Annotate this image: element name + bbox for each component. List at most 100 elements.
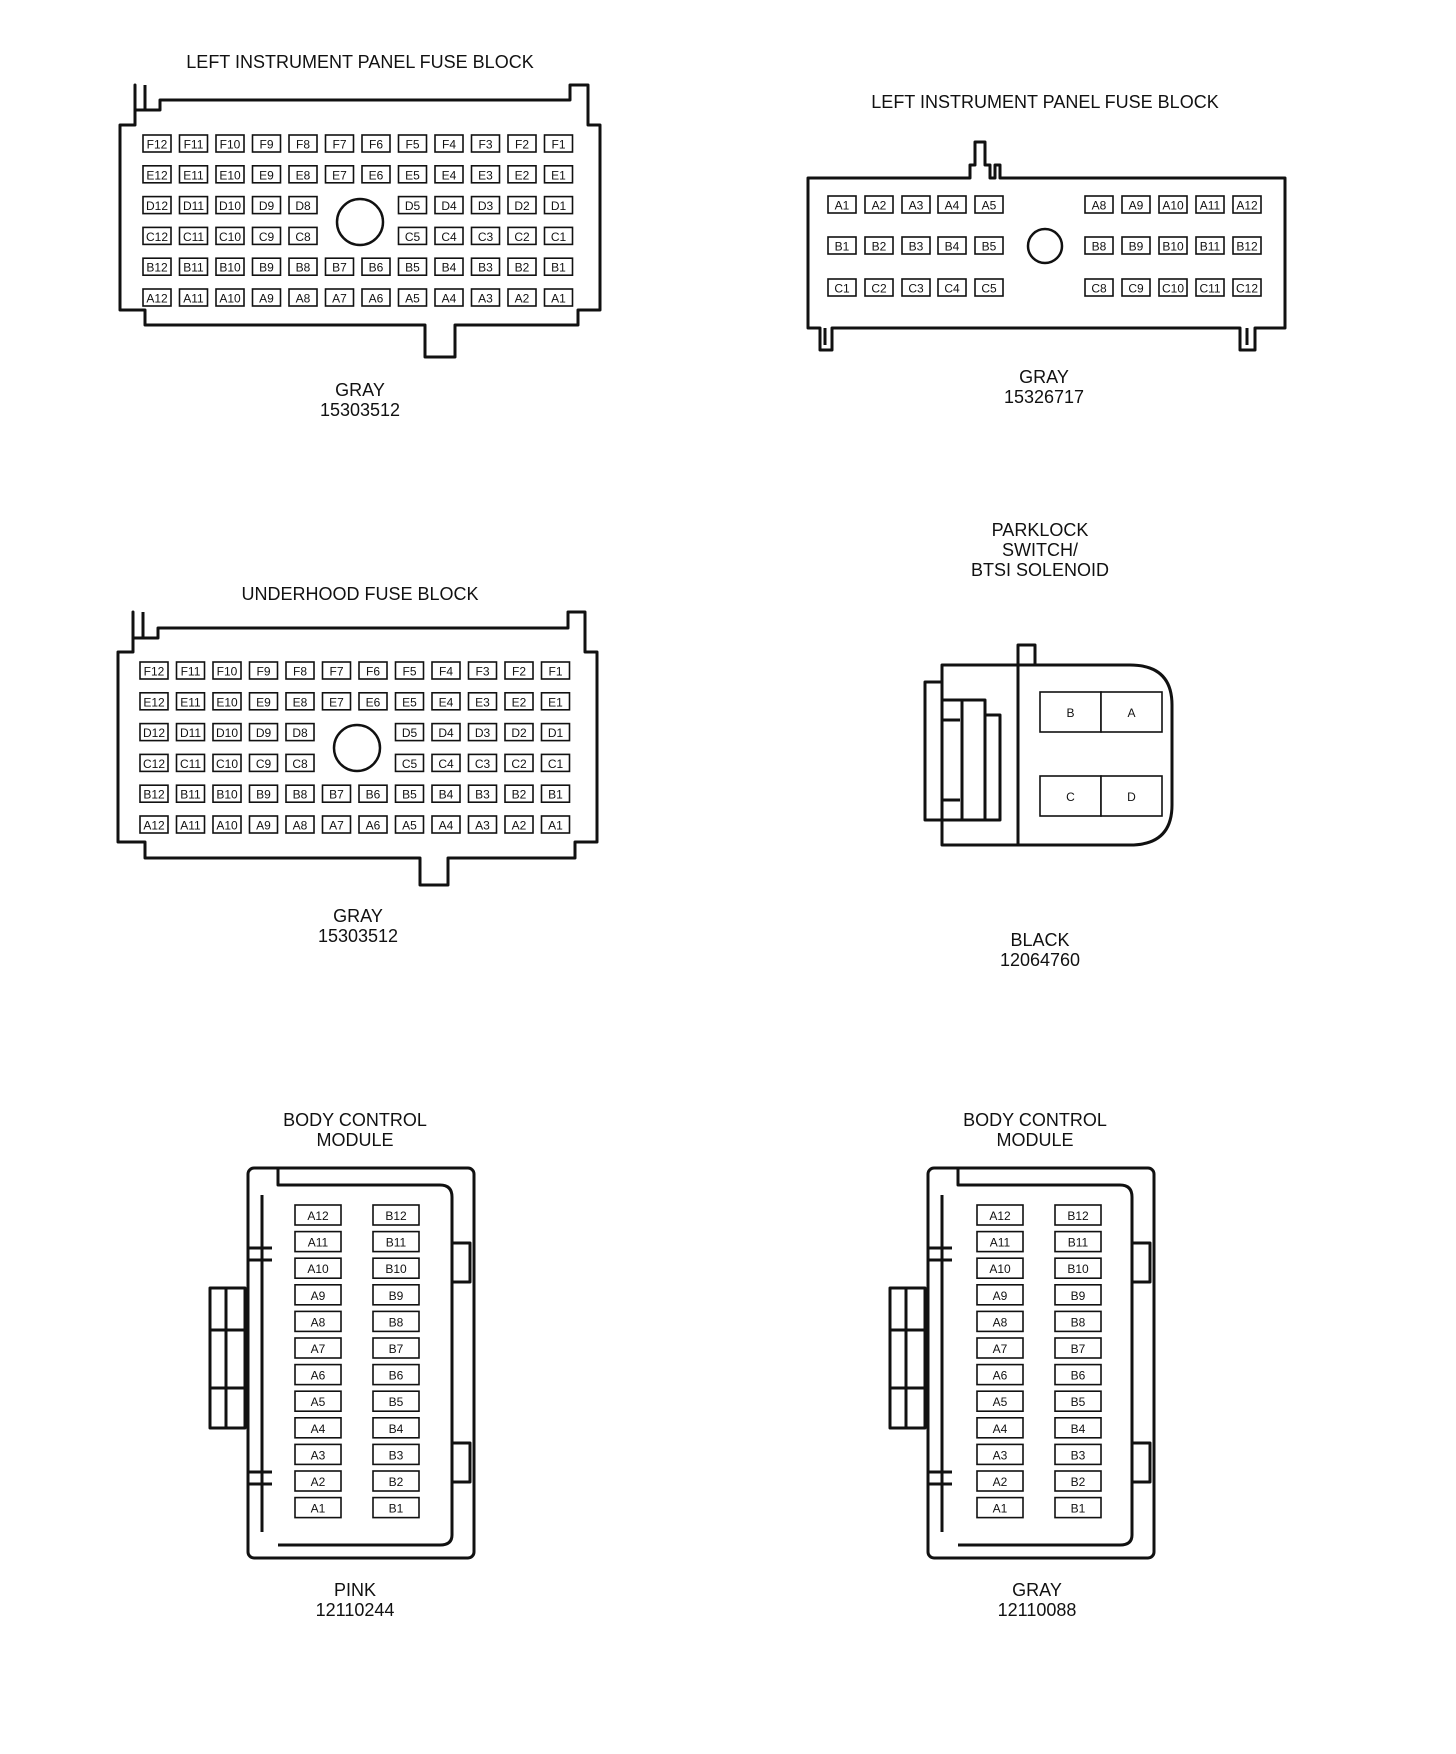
c3-pin-box <box>285 691 315 711</box>
c3-pin-e9: E9 <box>248 691 279 711</box>
c2-pin-label: B5 <box>982 240 997 254</box>
c2-pin-box <box>827 278 857 297</box>
c1-pin-box <box>251 134 282 153</box>
c5-pin-label: B12 <box>385 1209 407 1223</box>
c3-pin-box <box>540 784 571 804</box>
c3-pin-label: E5 <box>402 695 417 709</box>
c3-pin-label: D8 <box>292 726 308 740</box>
c6-pin-box <box>976 1310 1024 1333</box>
c1-pin-box <box>543 226 574 246</box>
c3-pin-box <box>504 815 534 834</box>
c3-pin-label: A2 <box>512 819 527 833</box>
c1-pin-box <box>178 257 209 277</box>
c5-pin-box <box>372 1230 420 1253</box>
c1-pin-a8: A8 <box>288 288 318 307</box>
c3-pin-f10: F10 <box>212 661 242 680</box>
c5-pin-box <box>294 1337 342 1359</box>
c6-pin-a5: A5 <box>976 1390 1024 1412</box>
c3-pin-b2: B2 <box>504 784 534 804</box>
c6-pin-a4: A4 <box>976 1417 1024 1439</box>
c1-pin-label: F8 <box>296 138 310 152</box>
c6-pin-label: A2 <box>993 1475 1008 1489</box>
c3-pin-f6: F6 <box>358 661 388 680</box>
c1-pin-label: A9 <box>259 292 274 306</box>
c1-pin-f10: F10 <box>215 134 245 153</box>
c1-pin-box <box>251 226 282 246</box>
c2-pin-label: C8 <box>1091 282 1107 296</box>
c3-pin-e3: E3 <box>467 691 498 711</box>
c1-pin-label: A2 <box>515 292 530 306</box>
c5-pin-b6: B6 <box>372 1363 420 1386</box>
c3-pin-label: E11 <box>180 695 201 709</box>
c3-pin-f3: F3 <box>467 661 498 680</box>
c3-pin-label: E2 <box>512 695 527 709</box>
c2-pin-label: C11 <box>1199 282 1220 296</box>
c1-pin-box <box>324 165 355 184</box>
c2-pin-label: C2 <box>871 282 887 296</box>
c2-pin-box <box>1158 278 1188 297</box>
c3-pin-box <box>358 784 388 804</box>
c2-pin-a9: A9 <box>1121 195 1151 214</box>
c1-pin-e11: E11 <box>178 165 209 184</box>
c1-pin-b6: B6 <box>361 257 391 277</box>
c1-pin-c1: C1 <box>543 226 574 246</box>
c3-pin-box <box>394 815 425 834</box>
c2-pin-a2: A2 <box>864 195 894 214</box>
c5-pin-b9: B9 <box>372 1284 420 1306</box>
c1-pin-box <box>434 165 464 184</box>
c3-pin-c8: C8 <box>285 753 315 773</box>
c3-pin-c11: C11 <box>175 753 206 773</box>
c1-pin-box <box>251 288 282 307</box>
c2-pin-label: C1 <box>834 282 850 296</box>
c2-pin-label: B4 <box>945 240 960 254</box>
c5-pin-box <box>294 1417 342 1439</box>
c3-pin-label: F4 <box>439 665 453 679</box>
c1-pin-b11: B11 <box>178 257 209 277</box>
c6-pin-box <box>1054 1470 1102 1492</box>
c2-pin-label: B10 <box>1162 240 1184 254</box>
c2-pin-c3: C3 <box>901 278 931 297</box>
c6-pin-a7: A7 <box>976 1337 1024 1359</box>
c3-pin-label: A8 <box>293 819 308 833</box>
c1-pin-box <box>142 257 172 277</box>
c3-pin-label: F5 <box>402 665 416 679</box>
c5-part-number: 12110244 <box>315 1600 395 1620</box>
c1-pin-label: C10 <box>219 230 241 244</box>
c1-pin-c4: C4 <box>434 226 464 246</box>
c5-pin-label: A10 <box>307 1262 329 1276</box>
c1-pin-label: F12 <box>147 138 168 152</box>
c3-pin-a8: A8 <box>285 815 315 834</box>
c3-pin-label: E4 <box>439 695 454 709</box>
c5-pin-b4: B4 <box>372 1417 420 1439</box>
c3-pin-label: B5 <box>402 788 417 802</box>
c3-title: UNDERHOOD FUSE BLOCK <box>241 584 479 604</box>
c2-pin-box <box>937 195 967 214</box>
c2-pin-label: C4 <box>944 282 960 296</box>
c2-pin-a5: A5 <box>974 195 1004 214</box>
c5-pin-label: A3 <box>311 1448 326 1462</box>
c3-pin-label: C3 <box>475 757 491 771</box>
c6-pin-a1: A1 <box>976 1496 1024 1519</box>
c3-pin-label: A11 <box>180 819 201 833</box>
c6-pin-label: A9 <box>993 1289 1008 1303</box>
c3-pin-box <box>139 661 169 680</box>
c1-pin-box <box>251 165 282 184</box>
c1-pin-b12: B12 <box>142 257 172 277</box>
c3-pin-e5: E5 <box>394 691 425 711</box>
c3-pin-box <box>394 661 425 680</box>
c1-pin-box <box>251 195 282 215</box>
c5-pin-label: B10 <box>385 1262 407 1276</box>
c1-pin-d5: D5 <box>397 195 428 215</box>
c4-pin-d: D <box>1100 775 1163 817</box>
c3-pin-b9: B9 <box>248 784 279 804</box>
c1-pin-box <box>543 288 574 307</box>
c1-pin-f2: F2 <box>507 134 537 153</box>
c3-pin-box <box>540 722 571 742</box>
c5-pin-a12: A12 <box>294 1204 342 1226</box>
c3-pin-label: D3 <box>475 726 491 740</box>
c1-pin-label: B4 <box>442 261 457 275</box>
c2-pin-label: A2 <box>872 199 887 213</box>
